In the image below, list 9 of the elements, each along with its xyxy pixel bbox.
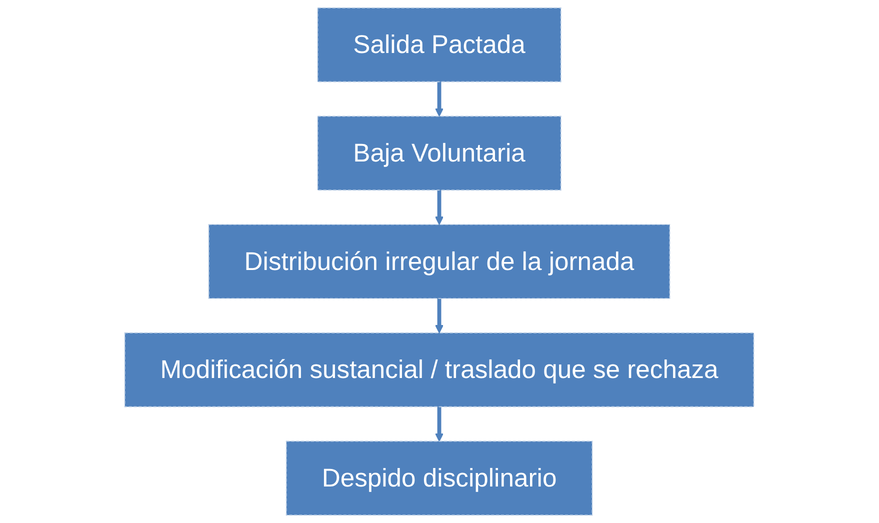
node-box: Despido disciplinario [286, 440, 593, 516]
arrow [435, 190, 444, 225]
node-box: Salida Pactada [317, 7, 562, 82]
arrow [435, 406, 444, 442]
arrow [435, 298, 444, 334]
node-box: Baja Voluntaria [317, 116, 562, 191]
node-box: Modificación sustancial / traslado que se rechaza [124, 332, 754, 408]
arrow [435, 82, 444, 117]
node-box: Distribución irregular de la jornada [208, 224, 670, 299]
